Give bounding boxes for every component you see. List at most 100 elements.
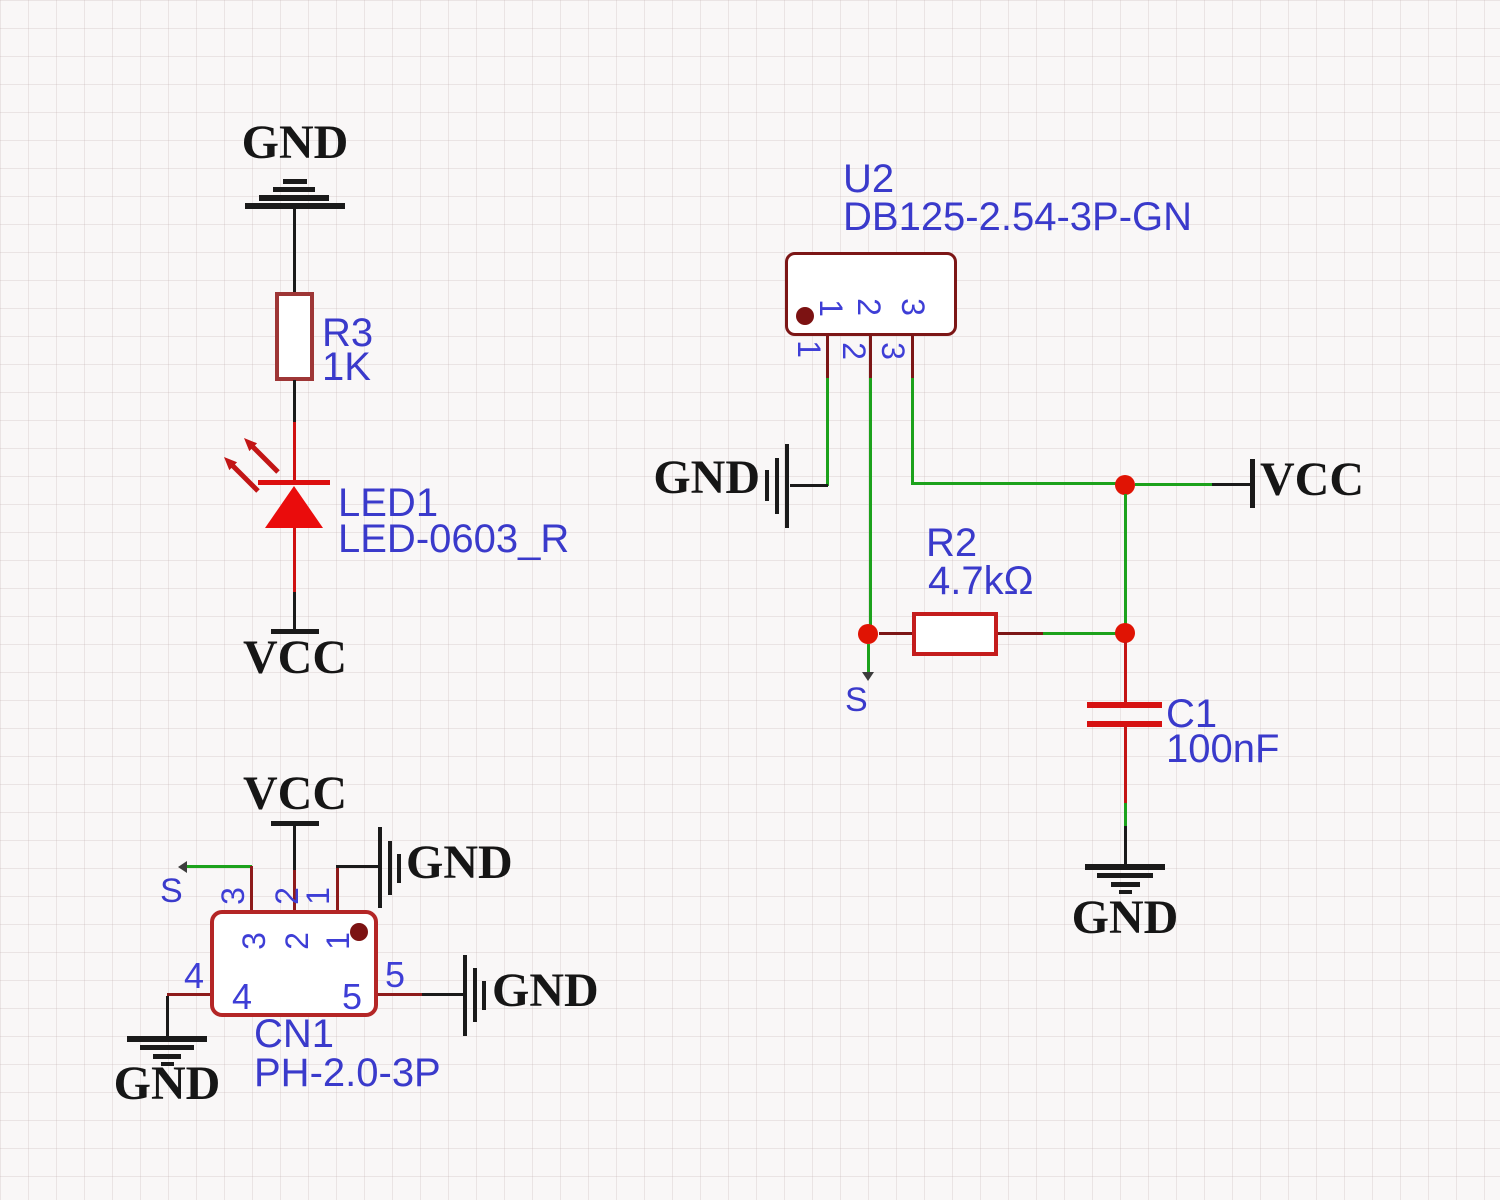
vcc-power-bar (271, 821, 319, 826)
u2-pin-number-outside: 3 (875, 342, 911, 360)
c1-bottom-stub[interactable] (1124, 727, 1127, 803)
ground-symbol-bar (259, 195, 329, 201)
vcc-net-label: VCC (1260, 453, 1364, 506)
resistor-body-r2[interactable] (912, 612, 998, 656)
wire-gnd-to-r3[interactable] (293, 209, 296, 292)
cn1-pin-number-outside: 3 (215, 887, 251, 905)
wire-pin3-horizontal[interactable] (911, 482, 1117, 485)
wire-r2-to-junction[interactable] (1043, 632, 1117, 635)
gnd-net-label: GND (1071, 891, 1179, 944)
u2-pin-number-inside: 3 (895, 298, 931, 316)
vcc-power-bar (271, 629, 319, 634)
u2-pin-number-inside: 2 (851, 298, 887, 316)
led1-designator-label: LED1 (338, 481, 439, 525)
vcc-power-bar (1250, 459, 1255, 508)
wire-u2-pin3-vcc[interactable] (911, 378, 914, 484)
wire-led-anode[interactable] (293, 422, 296, 482)
ground-symbol-bar (473, 968, 477, 1022)
r3-value-label: 1K (322, 345, 371, 389)
junction-dot[interactable] (1115, 475, 1135, 495)
ground-symbol-bar (1097, 873, 1153, 878)
net-label-s[interactable]: S (160, 872, 183, 910)
gnd-net-label: GND (653, 451, 760, 504)
c1-top-stub[interactable] (1124, 642, 1127, 704)
wire-cn1-pin1-gnd[interactable] (336, 865, 380, 868)
wire-u2-pin2-s[interactable] (869, 378, 872, 625)
cn1-pin-number-inside: 3 (236, 932, 272, 950)
ground-symbol-bar (273, 187, 315, 192)
u2-pin1-marker-dot (796, 307, 814, 325)
wire-c1-gnd-green[interactable] (1124, 803, 1127, 826)
u2-pin1-stub[interactable] (826, 335, 829, 378)
ground-symbol-bar (1085, 864, 1165, 870)
wire-u2-pin1-gnd[interactable] (826, 378, 829, 486)
wire-end-tick (862, 672, 874, 681)
ground-symbol-bar (153, 1054, 181, 1059)
u2-body[interactable] (785, 252, 957, 336)
wire-s-cn1[interactable] (186, 865, 252, 868)
cn1-pin4-stub[interactable] (167, 993, 210, 996)
wire-led-to-vcc-red[interactable] (293, 528, 296, 592)
r2-left-stub[interactable] (879, 632, 913, 635)
cn1-pin-number-outside: 5 (384, 954, 406, 995)
cn1-pin-number-outside: 4 (183, 955, 205, 996)
ground-symbol-bar (283, 179, 307, 184)
ground-symbol-bar (765, 470, 769, 501)
cn1-pin-number-inside: 2 (279, 932, 315, 950)
c1-value-label: 100nF (1166, 727, 1280, 771)
r2-value-label: 4.7kΩ (928, 559, 1034, 603)
u2-pin-number-outside: 2 (836, 342, 872, 360)
u2-pin-number-inside: 1 (813, 299, 849, 317)
led-cathode-bar (258, 480, 330, 485)
wire-r3-to-led[interactable] (293, 380, 296, 422)
cn1-pin-number-outside: 2 (269, 887, 305, 905)
led1-value-label: LED-0603_R (338, 517, 570, 561)
ground-symbol-bar (482, 981, 486, 1010)
cn1-pin-number-inside: 5 (341, 976, 363, 1017)
r2-right-stub[interactable] (998, 632, 1043, 635)
led-light-arrows-icon (224, 438, 280, 493)
cn1-pin3-stub[interactable] (250, 866, 253, 910)
ground-symbol-bar (378, 827, 382, 908)
wire-end-tick (178, 861, 187, 873)
ground-stem (790, 484, 828, 487)
cn1-pin5-stub[interactable] (378, 993, 422, 996)
wire-s-tail[interactable] (867, 644, 870, 674)
wire-to-vcc-black[interactable] (1212, 483, 1252, 486)
junction-dot[interactable] (1115, 623, 1135, 643)
junction-dot[interactable] (858, 624, 878, 644)
wire-cn1-pin5-gnd[interactable] (422, 993, 464, 996)
wire-c1-gnd-black[interactable] (1124, 826, 1127, 866)
gnd-net-label: GND (113, 1057, 221, 1110)
cn1-pin2-stub[interactable] (293, 870, 296, 910)
gnd-net-label: GND (241, 116, 349, 169)
ground-symbol-bar (785, 444, 789, 528)
wire-vcc-down[interactable] (1124, 494, 1127, 625)
wire-led-to-vcc-black[interactable] (293, 592, 296, 631)
led-triangle[interactable] (265, 486, 323, 528)
ground-symbol-bar (161, 1062, 174, 1066)
cn1-pin1-stub[interactable] (336, 868, 339, 910)
wire-to-vcc-green[interactable] (1135, 483, 1212, 486)
ground-symbol-bar (397, 854, 401, 883)
ground-symbol-bar (1111, 882, 1140, 887)
u2-pin2-stub[interactable] (869, 335, 872, 378)
cn1-pin-number-outside: 1 (300, 887, 336, 905)
ground-symbol-bar (388, 841, 392, 895)
cn1-value-label: PH-2.0-3P (254, 1051, 441, 1095)
ground-symbol-bar (127, 1036, 207, 1042)
u2-pin3-stub[interactable] (911, 335, 914, 378)
capacitor-plate (1087, 702, 1162, 708)
wire-cn1-pin4-gnd[interactable] (166, 996, 169, 1037)
wire-vcc-cn1[interactable] (293, 826, 296, 870)
ground-symbol-bar (140, 1045, 194, 1050)
r2-designator-label: R2 (926, 521, 978, 565)
cn1-pin1-marker-dot (350, 923, 368, 941)
resistor-body-r3[interactable] (275, 292, 314, 381)
u2-designator-label: U2 (843, 157, 895, 201)
cn1-pin-number-inside: 1 (320, 932, 356, 950)
net-label-s[interactable]: S (845, 681, 868, 719)
c1-designator-label: C1 (1166, 692, 1218, 736)
gnd-net-label: GND (492, 964, 599, 1017)
